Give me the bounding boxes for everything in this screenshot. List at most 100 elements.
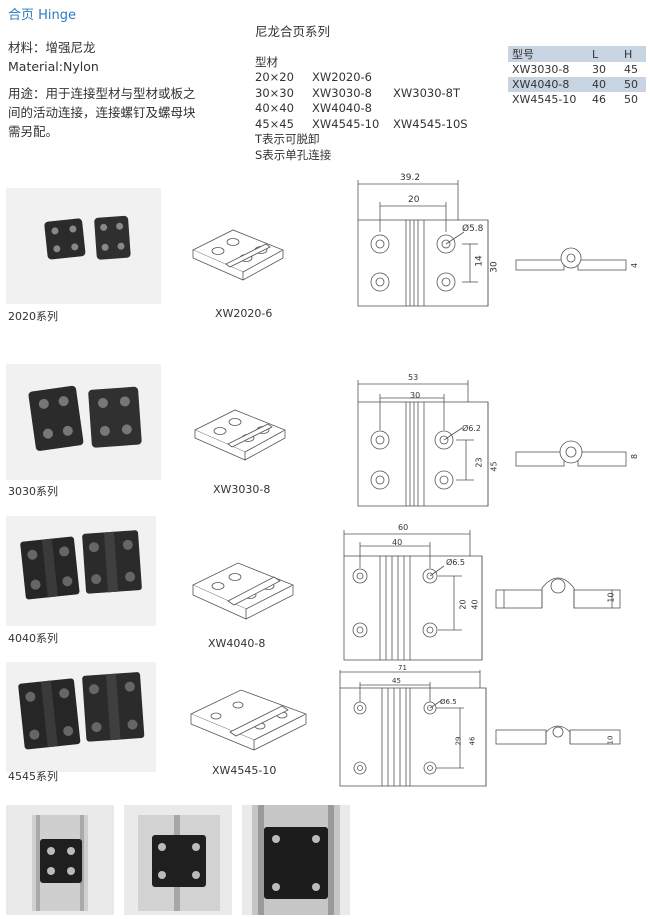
usage-line-3: 需另配。: [8, 124, 59, 139]
spec-table-header: 型号 L H: [508, 46, 646, 62]
series-model: XW3030-8: [312, 85, 372, 100]
dim-hole: Ø6.2: [462, 424, 482, 433]
technical-drawing-front: [343, 530, 483, 661]
product-photo-2020: [6, 188, 161, 304]
technical-drawing-side: [515, 247, 627, 271]
technical-drawing-side: [495, 577, 621, 609]
technical-drawing-front: [357, 380, 489, 507]
series-size: 20×20: [255, 70, 294, 84]
series-row: 20×20 XW2020-6: [255, 70, 468, 86]
series-size: 40×40: [255, 101, 294, 115]
install-photo-1: [6, 805, 114, 915]
series-heading: 尼龙合页系列: [255, 24, 331, 39]
product-photo-4040: [6, 516, 156, 626]
series-row: 40×40 XW4040-8: [255, 101, 468, 117]
dim-span: 30: [410, 391, 421, 400]
series-model: XW4545-10: [312, 116, 380, 131]
install-photo-image: [252, 805, 340, 915]
spec-cell: 45: [624, 63, 638, 76]
hinge-isometric-drawing: [190, 689, 308, 751]
hinge-photo-image: [44, 215, 131, 260]
install-photo-3: [242, 805, 350, 915]
dim-hole: Ø5.8: [462, 224, 484, 234]
spec-cell: 50: [620, 77, 646, 92]
spec-cell: 50: [624, 93, 638, 106]
model-caption: XW2020-6: [215, 307, 273, 320]
dim-span: 45: [392, 677, 401, 685]
material-cn: 材料：增强尼龙: [8, 40, 96, 55]
usage-line-1: 用途：用于连接型材与型材或板之: [8, 86, 196, 101]
photo-caption: 4545系列: [8, 770, 58, 783]
dim-overall: 39.2: [400, 173, 421, 183]
spec-cell: 30: [592, 63, 606, 76]
dim-overall: 60: [398, 523, 409, 532]
dim-overall: 53: [408, 373, 419, 382]
spec-header-l: L: [588, 46, 620, 62]
intro-block: 材料：增强尼龙 Material:Nylon 用途：用于连接型材与型材或板之 间…: [8, 38, 196, 141]
dim-height: 30: [489, 261, 500, 273]
series-model: XW4040-8: [312, 101, 372, 115]
product-photo-4545: [6, 662, 156, 772]
dim-thickness: 10: [606, 735, 615, 745]
technical-drawing-side: [515, 440, 627, 467]
usage-line-2: 间的活动连接，连接螺钉及螺母块: [8, 105, 196, 120]
dim-thickness: 10: [606, 592, 616, 603]
model-caption: XW4040-8: [208, 637, 266, 650]
dim-hole: Ø6.5: [440, 698, 457, 706]
series-model-alt: XW3030-8T: [393, 85, 461, 100]
table-row: XW3030-8 30 45: [508, 62, 646, 77]
dim-hole: Ø6.5: [446, 558, 466, 567]
dim-pitch: 29: [454, 736, 463, 746]
hinge-isometric-drawing: [192, 562, 294, 620]
technical-drawing-side: [495, 725, 621, 745]
product-photo-3030: [6, 364, 161, 480]
dim-span: 40: [392, 538, 403, 547]
hinge-isometric-drawing: [192, 229, 284, 281]
model-caption: XW3030-8: [213, 483, 271, 496]
series-note-t: T表示可脱卸: [255, 132, 320, 146]
hinge-photo-image: [20, 530, 142, 600]
hinge-photo-image: [28, 385, 142, 451]
spec-cell: XW3030-8: [512, 63, 570, 76]
series-model: XW2020-6: [312, 70, 372, 84]
technical-drawing-front: [357, 180, 489, 307]
series-row: 30×30 XW3030-8 XW3030-8T: [255, 86, 468, 102]
dim-pitch: 14: [474, 255, 485, 267]
series-profile-label: 型材: [255, 54, 278, 69]
spec-cell: 46: [592, 93, 606, 106]
install-photo-image: [32, 815, 88, 911]
spec-header-model: 型号: [508, 46, 588, 62]
model-caption: XW4545-10: [212, 764, 277, 777]
photo-caption: 3030系列: [8, 485, 58, 498]
technical-drawing-front: [339, 670, 487, 787]
series-size: 45×45: [255, 116, 294, 131]
spec-cell: 40: [588, 77, 620, 92]
material-en: Material:Nylon: [8, 59, 99, 74]
series-row: 45×45 XW4545-10 XW4545-10S: [255, 117, 468, 133]
dim-pitch: 23: [474, 457, 484, 468]
hinge-isometric-drawing: [194, 409, 286, 461]
spec-cell: XW4040-8: [508, 77, 588, 92]
series-note-s: S表示单孔连接: [255, 147, 332, 162]
dim-height: 46: [468, 736, 477, 746]
dim-overall: 71: [398, 664, 407, 672]
install-photo-image: [138, 815, 220, 911]
spec-cell: XW4545-10: [512, 93, 577, 106]
spec-header-h: H: [620, 46, 646, 62]
dim-height: 40: [470, 599, 480, 610]
photo-caption: 4040系列: [8, 632, 58, 645]
install-photo-2: [124, 805, 232, 915]
hinge-photo-image: [18, 672, 145, 750]
series-model-alt: XW4545-10S: [393, 116, 468, 131]
series-size: 30×30: [255, 85, 294, 100]
dim-thickness: 4: [630, 262, 640, 269]
dim-thickness: 8: [630, 453, 640, 460]
table-row: XW4545-10 46 50: [508, 92, 646, 107]
photo-caption: 2020系列: [8, 310, 58, 323]
dim-height: 45: [489, 461, 499, 472]
dim-pitch: 20: [458, 599, 468, 610]
series-block: 尼龙合页系列 型材 20×20 XW2020-6 30×30 XW3030-8 XW3…: [255, 24, 468, 163]
page-title: 合页 Hinge: [8, 8, 77, 23]
